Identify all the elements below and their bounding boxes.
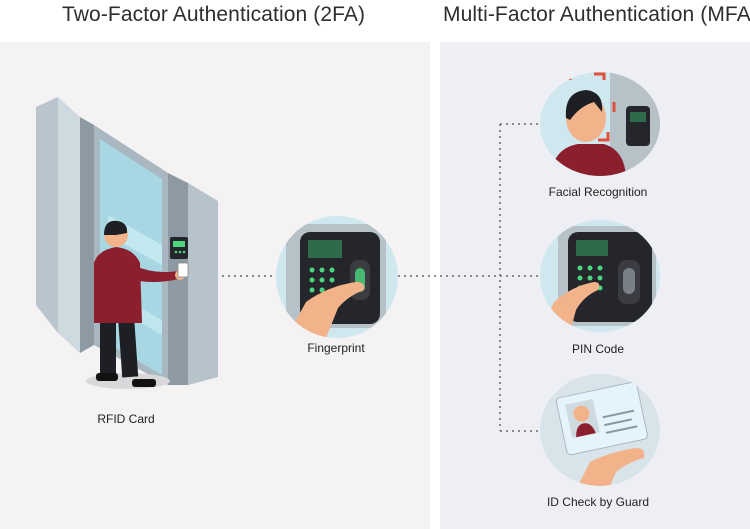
heading-multi-factor: Multi-Factor Authentication (MFA) — [443, 3, 750, 26]
pin-keypad-icon — [540, 220, 660, 332]
heading-two-factor: Two-Factor Authentication (2FA) — [62, 3, 366, 26]
caption-rfid-card: RFID Card — [97, 412, 155, 426]
caption-pin-code: PIN Code — [571, 342, 625, 356]
id-card-icon — [540, 374, 660, 486]
fingerprint-scanner-icon — [276, 216, 398, 338]
caption-facial-recognition: Facial Recognition — [548, 185, 648, 199]
caption-fingerprint: Fingerprint — [307, 341, 365, 355]
door-icon — [36, 97, 218, 389]
face-scan-icon — [540, 72, 660, 176]
caption-id-check: ID Check by Guard — [546, 495, 650, 509]
